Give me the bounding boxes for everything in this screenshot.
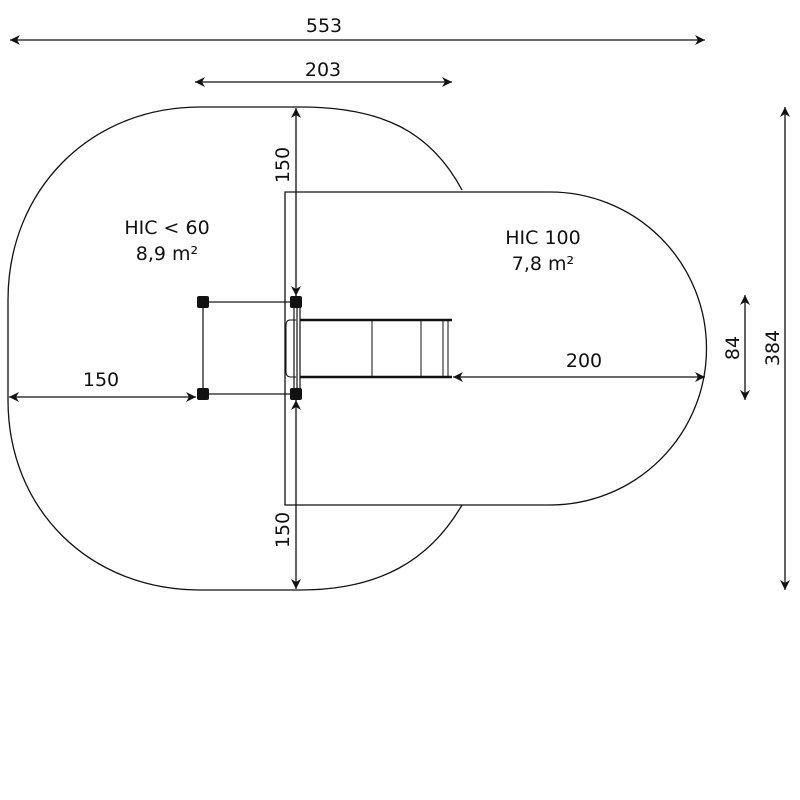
left-zone-hic: HIC < 60 <box>124 217 209 239</box>
left-safety-zone <box>7 106 463 591</box>
label-total-depth: 384 <box>762 330 784 366</box>
label-center-width: 203 <box>305 59 341 81</box>
label-total-width: 553 <box>306 15 342 37</box>
label-left-clearance: 150 <box>83 369 119 391</box>
right-safety-zone <box>284 191 708 506</box>
right-zone-area: 7,8 m² <box>512 253 574 275</box>
post-icon <box>197 296 302 400</box>
label-equipment-width: 84 <box>722 336 744 360</box>
label-top-depth: 150 <box>272 147 294 183</box>
label-slide-clearance: 200 <box>566 350 602 372</box>
right-zone-hic: HIC 100 <box>505 227 580 249</box>
left-zone-area: 8,9 m² <box>136 243 198 265</box>
play-equipment <box>197 296 452 400</box>
label-bottom-depth: 150 <box>272 512 294 548</box>
